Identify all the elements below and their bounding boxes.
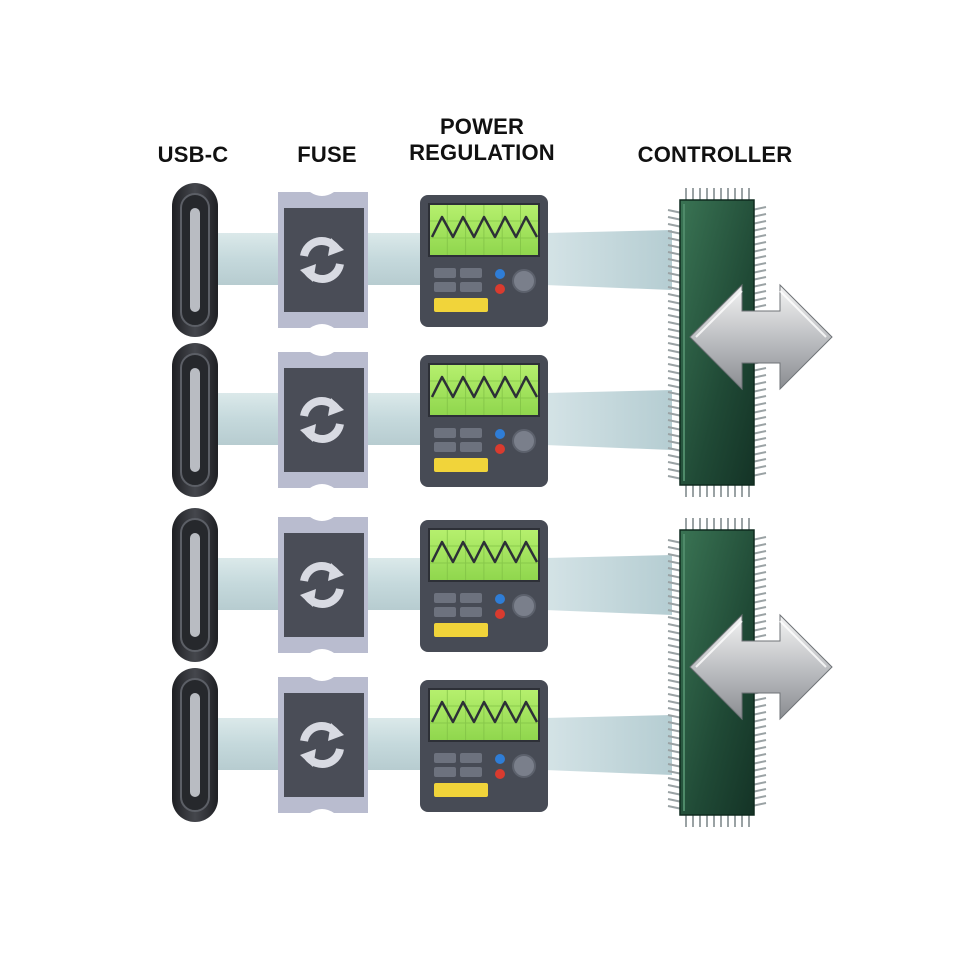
trace-regulator-controller (545, 555, 672, 615)
waveform-icon (430, 375, 539, 399)
channel-4 (172, 668, 548, 822)
regulator-red-led (495, 609, 505, 619)
controller-chip-bottom (667, 518, 833, 827)
channel-1 (172, 183, 548, 337)
regulator-red-led (495, 769, 505, 779)
controllers-layer (667, 188, 833, 827)
power-regulator (420, 680, 548, 812)
usb-c-port (172, 183, 218, 337)
regulator-buttons (434, 753, 482, 777)
usb-c-port (172, 668, 218, 822)
trace-fuse-regulator (362, 558, 424, 610)
power-regulator (420, 195, 548, 327)
refresh-icon (300, 562, 344, 608)
regulator-red-led (495, 284, 505, 294)
trace-usb-fuse (205, 233, 285, 285)
trace-usb-fuse (205, 393, 285, 445)
fuse-component (278, 352, 368, 488)
controller-label: CONTROLLER (637, 142, 793, 167)
trace-regulator-controller (545, 230, 672, 290)
regulator-buttons (434, 428, 482, 452)
regulator-blue-led (495, 754, 505, 764)
trace-regulator-controller (545, 390, 672, 450)
regulator-red-led (495, 444, 505, 454)
regulator-yellow-button (434, 298, 488, 312)
fuse-body (284, 693, 364, 797)
usb-c-tongue (190, 533, 200, 637)
trace-row-1 (205, 230, 672, 290)
regulator-yellow-button (434, 458, 488, 472)
fuse-body (284, 208, 364, 312)
power-regulation-label-line2: REGULATION (409, 140, 555, 165)
bidirectional-arrow-icon (689, 283, 833, 391)
usb-c-tongue (190, 208, 200, 312)
components-layer (172, 183, 548, 822)
refresh-icon (300, 237, 344, 283)
arrow-shape (689, 283, 833, 391)
bidirectional-arrow-icon (689, 613, 833, 721)
regulator-blue-led (495, 269, 505, 279)
fuse-component (278, 517, 368, 653)
regulator-knob (512, 594, 536, 618)
usb-c-tongue (190, 368, 200, 472)
usb-c-tongue (190, 693, 200, 797)
trace-regulator-controller (545, 715, 672, 775)
power-regulator (420, 355, 548, 487)
usb-c-label: USB-C (157, 142, 229, 167)
waveform-icon (430, 215, 539, 239)
trace-fuse-regulator (362, 393, 424, 445)
fuse-body (284, 533, 364, 637)
controller-chip-top (667, 188, 833, 497)
regulator-yellow-button (434, 623, 488, 637)
power-regulation-label: POWER REGULATION (392, 114, 572, 166)
screen-grid (430, 205, 538, 255)
regulator-blue-led (495, 594, 505, 604)
fuse-label: FUSE (297, 142, 357, 167)
regulator-yellow-button (434, 783, 488, 797)
waveform-icon (430, 540, 539, 564)
usb-c-port (172, 343, 218, 497)
channel-2 (172, 343, 548, 497)
regulator-buttons (434, 268, 482, 292)
traces-layer (205, 230, 672, 775)
trace-row-3 (205, 555, 672, 615)
refresh-icon (300, 722, 344, 768)
fuse-component (278, 677, 368, 813)
regulator-buttons (434, 593, 482, 617)
trace-fuse-regulator (362, 233, 424, 285)
trace-usb-fuse (205, 558, 285, 610)
refresh-icon (300, 397, 344, 443)
power-regulator (420, 520, 548, 652)
regulator-blue-led (495, 429, 505, 439)
power-regulation-label-line1: POWER (439, 114, 525, 139)
arrow-shape (689, 613, 833, 721)
trace-fuse-regulator (362, 718, 424, 770)
trace-row-4 (205, 715, 672, 775)
regulator-knob (512, 429, 536, 453)
screen-grid (430, 530, 538, 580)
screen-grid (430, 365, 538, 415)
regulator-knob (512, 754, 536, 778)
trace-usb-fuse (205, 718, 285, 770)
trace-row-2 (205, 390, 672, 450)
usb-c-port (172, 508, 218, 662)
regulator-knob (512, 269, 536, 293)
fuse-component (278, 192, 368, 328)
fuse-body (284, 368, 364, 472)
channel-3 (172, 508, 548, 662)
waveform-icon (430, 700, 539, 724)
